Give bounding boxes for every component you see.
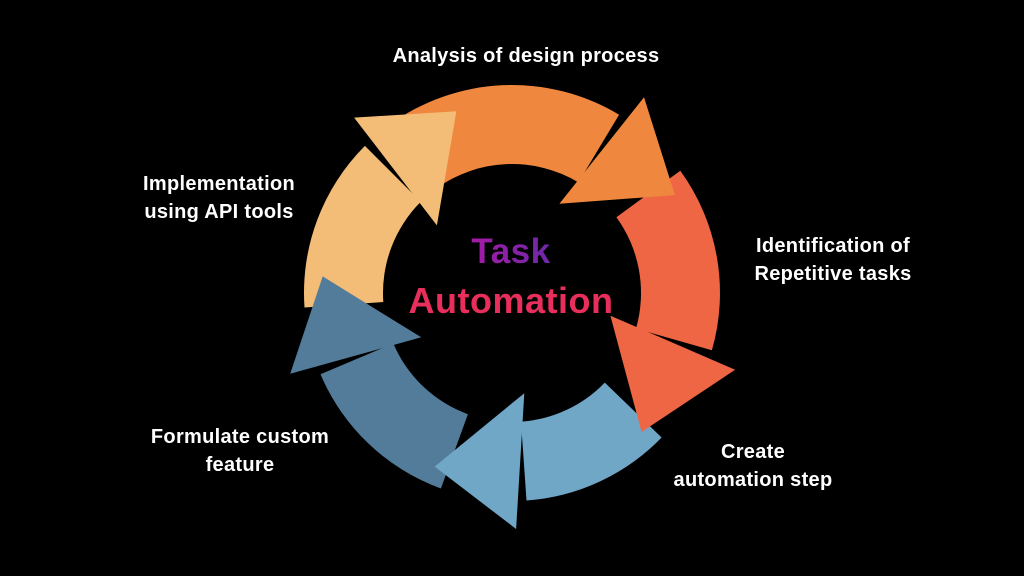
- label-line: Repetitive tasks: [754, 263, 912, 285]
- step-label-create-automation-step: Create automation step: [674, 438, 833, 494]
- step-label-implementation-using-api-tools: Implementation using API tools: [143, 170, 295, 226]
- arrow-head-create-automation-step: [434, 393, 525, 529]
- diagram-title-automation: Automation: [408, 280, 614, 321]
- label-line: Formulate custom: [150, 426, 330, 448]
- arrow-band-identification-of-repetitive-tasks: [616, 170, 720, 351]
- step-label-formulate-custom-feature: Formulate custom feature: [151, 423, 329, 479]
- label-line: Create: [720, 441, 786, 463]
- step-label-analysis-of-design-process: Analysis of design process: [393, 42, 660, 70]
- step-label-identification-of-repetitive-tasks: Identification of Repetitive tasks: [754, 232, 911, 288]
- arrow-head-implementation-using-api-tools: [354, 111, 457, 226]
- label-line: using API tools: [144, 201, 294, 223]
- diagram-title: Task Automation: [409, 227, 614, 325]
- arrow-head-analysis-of-design-process: [559, 97, 675, 204]
- arrow-band-implementation-using-api-tools: [303, 145, 421, 308]
- arrow-head-formulate-custom-feature: [290, 276, 422, 374]
- label-line: automation step: [673, 469, 833, 491]
- label-line: Analysis of design process: [392, 45, 660, 67]
- arrow-head-identification-of-repetitive-tasks: [610, 315, 736, 432]
- diagram-title-task: Task: [471, 227, 550, 276]
- label-line: feature: [205, 454, 275, 476]
- arrow-band-formulate-custom-feature: [320, 343, 468, 489]
- label-line: Identification of: [756, 235, 910, 257]
- arrow-band-create-automation-step: [521, 382, 662, 501]
- label-line: Implementation: [143, 173, 295, 195]
